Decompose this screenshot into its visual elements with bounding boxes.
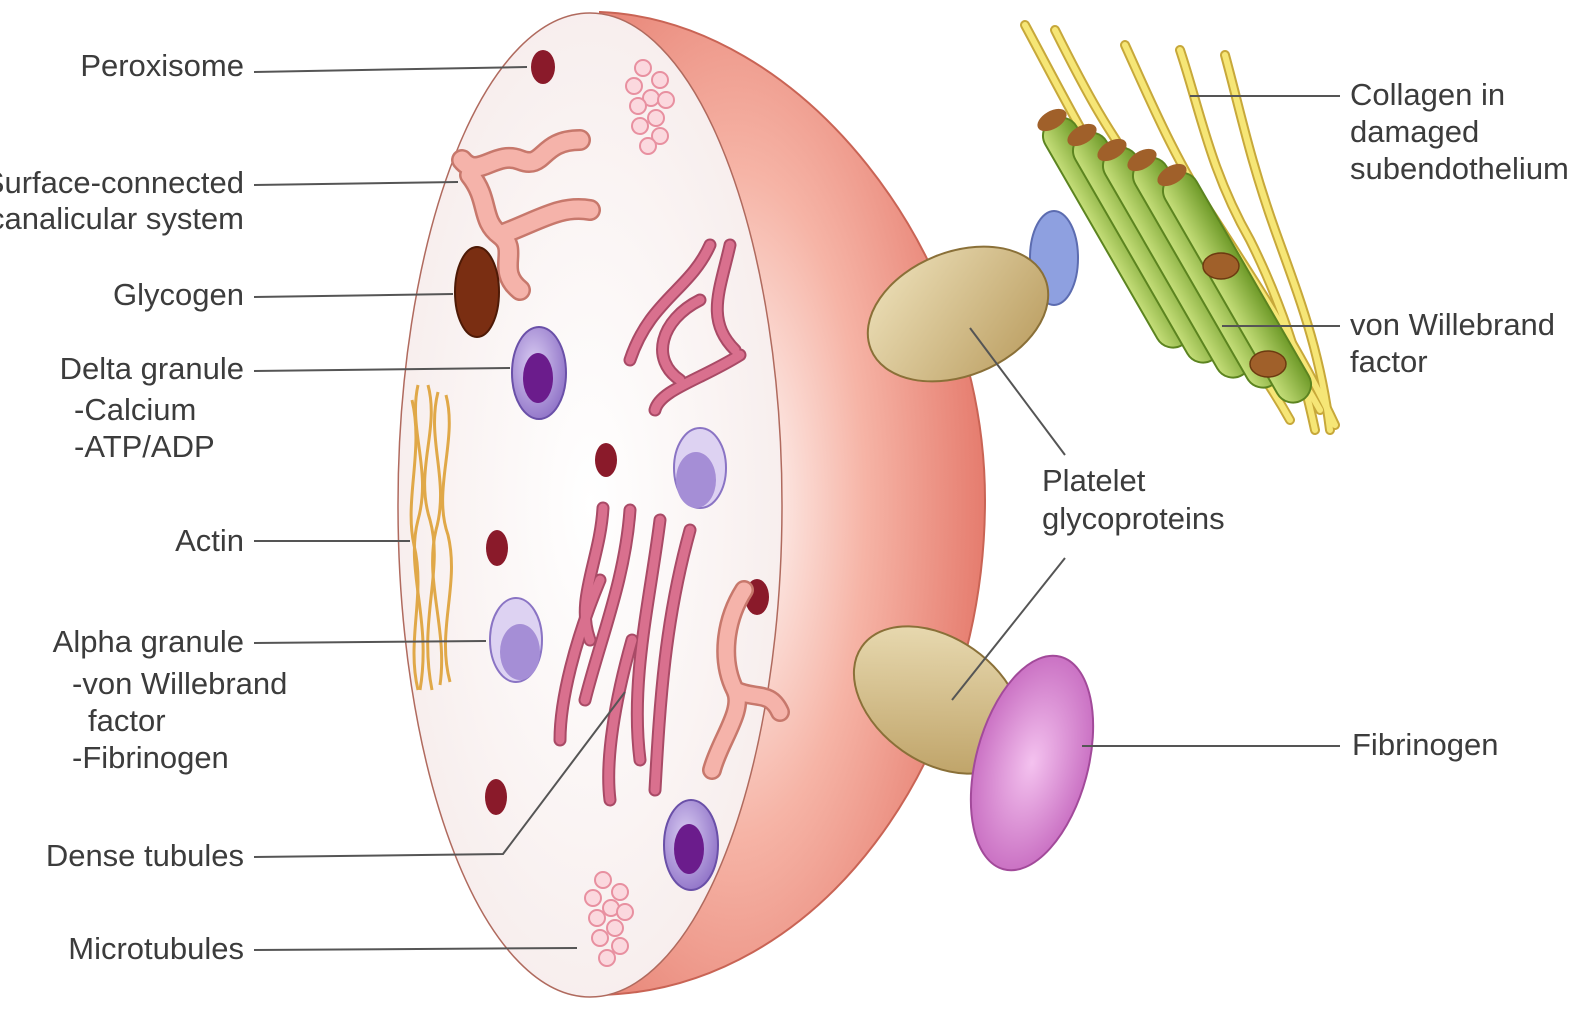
label-vwf-line1: von Willebrand	[1350, 307, 1555, 342]
label-peroxisome: Peroxisome	[80, 48, 244, 83]
label-actin: Actin	[175, 523, 244, 558]
label-alpha-vwf-factor: factor	[88, 703, 166, 738]
label-alpha-fibrinogen: -Fibrinogen	[72, 740, 229, 775]
label-glycogen: Glycogen	[113, 277, 244, 312]
peroxisome	[486, 530, 508, 566]
peroxisome	[595, 443, 617, 477]
label-fibrinogen: Fibrinogen	[1352, 727, 1498, 762]
label-alpha-granule: Alpha granule	[53, 624, 244, 659]
label-delta-calcium: -Calcium	[74, 392, 196, 427]
label-delta-atp: -ATP/ADP	[74, 429, 215, 464]
peroxisome	[485, 779, 507, 815]
label-canalicular-line2: canalicular system	[0, 201, 244, 236]
label-canalicular-line1: Surface-connected	[0, 165, 244, 200]
label-microtubules: Microtubules	[68, 931, 244, 966]
label-delta-granule: Delta granule	[60, 351, 244, 386]
peroxisome	[531, 50, 555, 84]
label-glycoproteins-line1: Platelet	[1042, 463, 1146, 498]
label-glycoproteins-line2: glycoproteins	[1042, 501, 1225, 536]
label-collagen-line1: Collagen in	[1350, 77, 1505, 112]
label-alpha-vwf: -von Willebrand	[72, 666, 287, 701]
label-collagen-line3: subendothelium	[1350, 151, 1569, 186]
label-dense-tubules: Dense tubules	[46, 838, 244, 873]
glycogen-granule	[455, 247, 499, 337]
label-collagen-line2: damaged	[1350, 114, 1479, 149]
label-vwf-line2: factor	[1350, 344, 1428, 379]
